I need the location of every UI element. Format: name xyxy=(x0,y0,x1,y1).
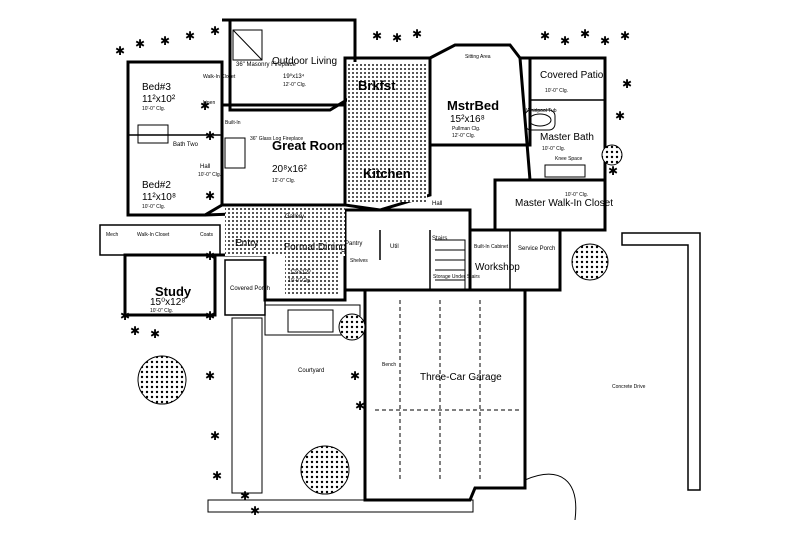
great-room-size: 20⁸x16² xyxy=(272,164,307,175)
linen-label: Linen xyxy=(203,100,215,106)
palm-icon: ✱ xyxy=(622,77,632,91)
palm-icon: ✱ xyxy=(412,27,422,41)
outdoor-living-size: 19⁰x13⁴ xyxy=(283,73,305,80)
room-labels: 36" Masonry Fireplace Outdoor Living 19⁰… xyxy=(106,54,646,390)
palm-icon: ✱ xyxy=(615,109,625,123)
covered-porch-label: Covered Porch xyxy=(230,286,270,292)
bed2-label: Bed#2 xyxy=(142,180,171,191)
walk-in-closet-label-2: Walk-In Closet xyxy=(137,232,170,238)
sitting-area-label: Sitting Area xyxy=(465,54,491,60)
palm-icon: ✱ xyxy=(205,189,215,203)
formal-dining-label: Formal Dining xyxy=(284,242,346,253)
palm-icon: ✱ xyxy=(250,504,260,518)
palm-icon: ✱ xyxy=(115,44,125,58)
hall-right-label: Hall xyxy=(432,201,442,207)
storage-label: Storage Under Stairs xyxy=(433,274,480,280)
palm-icon: ✱ xyxy=(135,37,145,51)
courtyard-label: Courtyard xyxy=(298,368,324,374)
great-room-label: Great Room xyxy=(272,138,346,153)
covered-patio-label: Covered Patio xyxy=(540,70,604,81)
master-closet-ceiling: 10'-0" Clg. xyxy=(565,192,588,198)
walk-in-closet-label: Walk-In Closet xyxy=(203,74,236,80)
pantry-label: Pantry xyxy=(345,241,362,247)
bed3-ceiling: 10'-0" Clg. xyxy=(142,106,165,112)
concrete-drive-label: Concrete Drive xyxy=(612,384,646,390)
breakfast-label: Brkfst xyxy=(358,78,396,93)
bed3-label: Bed#3 xyxy=(142,82,171,93)
garage-label: Three-Car Garage xyxy=(420,372,502,383)
palm-icon: ✱ xyxy=(212,469,222,483)
courtyard-walk xyxy=(207,304,474,513)
palm-icon: ✱ xyxy=(560,34,570,48)
formal-dining-ceiling: 10'-0" Clg. xyxy=(288,278,311,284)
palm-icon: ✱ xyxy=(130,324,140,338)
fixtures xyxy=(137,29,586,291)
driveway-fence xyxy=(524,232,701,521)
palm-icon: ✱ xyxy=(185,29,195,43)
great-room-fireplace: 36" Glass Log Fireplace xyxy=(250,136,303,142)
util-label: Util xyxy=(390,244,399,250)
palm-icon: ✱ xyxy=(372,29,382,43)
covered-patio-ceiling: 10'-0" Clg. xyxy=(545,88,568,94)
master-bath-label: Master Bath xyxy=(540,132,594,143)
palm-icon: ✱ xyxy=(205,129,215,143)
kitchen-label: Kitchen xyxy=(363,166,411,181)
coats-label: Coats xyxy=(200,232,214,238)
bed2-size: 11²x10⁸ xyxy=(142,192,176,203)
fireplace-label: 36" Masonry Fireplace xyxy=(236,62,296,68)
palm-icon: ✱ xyxy=(580,27,590,41)
study-ceiling: 10'-0" Clg. xyxy=(150,308,173,314)
palm-icon: ✱ xyxy=(240,489,250,503)
palm-icon: ✱ xyxy=(620,29,630,43)
exterior-walls xyxy=(99,18,607,502)
palm-icon: ✱ xyxy=(210,24,220,38)
master-bed-label: MstrBed xyxy=(447,98,499,113)
bed3-size: 11²x10² xyxy=(142,94,176,105)
bench-label: Bench xyxy=(382,362,396,368)
stairs-label: Stairs xyxy=(432,236,447,242)
master-bed-note: Pullman Clg. xyxy=(452,126,480,132)
palm-icon: ✱ xyxy=(210,429,220,443)
study-size: 15⁰x12⁸ xyxy=(150,297,185,308)
hall-left-ceiling: 10'-0" Clg. xyxy=(198,172,221,178)
palm-icon: ✱ xyxy=(350,369,360,383)
palm-icon: ✱ xyxy=(355,399,365,413)
bath-two-label: Bath Two xyxy=(173,142,199,148)
formal-dining-size: 12²x12⁰ xyxy=(290,269,311,276)
built-in-label: Built-In xyxy=(225,120,241,126)
master-bath-ceiling: 10'-0" Clg. xyxy=(542,146,565,152)
tile-floors xyxy=(225,62,427,295)
mech-label: Mech xyxy=(106,232,118,238)
service-porch-label: Service Porch xyxy=(518,246,555,252)
master-closet-label: Master Walk-In Closet xyxy=(515,198,613,209)
palm-icon: ✱ xyxy=(150,327,160,341)
landscaping xyxy=(137,144,623,495)
knee-space-label: Knee Space xyxy=(555,156,582,162)
palm-icon: ✱ xyxy=(600,34,610,48)
outdoor-living-ceiling: 12'-0" Clg. xyxy=(283,82,306,88)
palm-icon: ✱ xyxy=(200,99,210,113)
gallery-label: Gallery xyxy=(285,214,304,220)
palm-icon: ✱ xyxy=(205,369,215,383)
study-label: Study xyxy=(155,284,192,299)
master-bed-ceiling: 12'-0" Clg. xyxy=(452,133,475,139)
master-bed-size: 15²x16⁸ xyxy=(450,114,485,125)
bed2-ceiling: 10'-0" Clg. xyxy=(142,204,165,210)
built-in-cabinet-label: Built-In Cabinet xyxy=(474,244,509,250)
hall-left-label: Hall xyxy=(200,164,210,170)
palm-icon: ✱ xyxy=(392,31,402,45)
palm-icon: ✱ xyxy=(540,29,550,43)
shelves-label: Shelves xyxy=(350,258,368,264)
palm-icon: ✱ xyxy=(160,34,170,48)
great-room-ceiling: 12'-0" Clg. xyxy=(272,178,295,184)
whirlpool-tub-label: Whirlpool Tub xyxy=(526,108,557,114)
entry-label: Entry xyxy=(235,238,258,249)
outdoor-living-label: Outdoor Living xyxy=(272,56,337,67)
workshop-label: Workshop xyxy=(475,262,520,273)
palm-icon: ✱ xyxy=(608,164,618,178)
